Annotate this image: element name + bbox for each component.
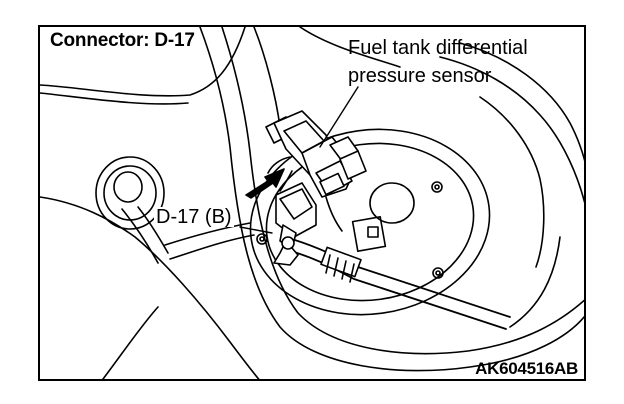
sensor-label-line2: pressure sensor <box>348 65 492 87</box>
fuel-tank-illustration <box>40 27 584 379</box>
tank-left-contour-inner <box>40 92 189 105</box>
diagram-frame: Connector: D-17 Fuel tank differential p… <box>38 25 586 381</box>
pressure-sensor <box>265 110 367 198</box>
access-opening-rim <box>221 27 584 355</box>
arrow-icon <box>245 168 285 199</box>
connector-title: Connector: D-17 <box>50 30 195 51</box>
fuel-line <box>284 236 511 318</box>
sensor-leader-line <box>319 86 359 148</box>
sensor-label-line1: Fuel tank differential <box>348 37 528 59</box>
connector-callout-label: D-17 (B) <box>154 206 234 228</box>
sensor-label: Fuel tank differential pressure sensor <box>348 34 528 90</box>
pump-flange <box>249 128 491 316</box>
flange-bolt <box>431 181 443 193</box>
access-opening-outer <box>199 27 584 372</box>
filler-fitting <box>95 156 165 230</box>
figure-code: AK604516AB <box>475 359 578 378</box>
tank-lower-left-contour <box>40 196 260 379</box>
line-fitting <box>320 246 362 278</box>
connector-d17b <box>273 182 317 266</box>
tank-left-contour <box>40 27 246 97</box>
